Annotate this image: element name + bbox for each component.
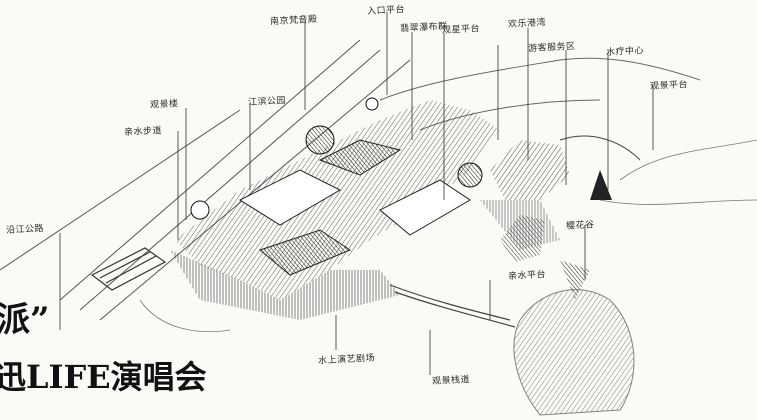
- dock: [90, 247, 167, 291]
- annotation-label: 观景平台: [649, 80, 689, 92]
- shoreline: [139, 139, 757, 333]
- east-towers: [490, 135, 641, 262]
- headline-line-2: 迅LIFE演唱会: [0, 358, 207, 396]
- annotation-label: 沿江公路: [5, 224, 45, 236]
- annotation-label: 樱花谷: [565, 220, 595, 232]
- headline-line-1: 派”: [0, 300, 50, 340]
- leader-lines: [59, 12, 654, 375]
- annotation-label: 欢乐港湾: [507, 18, 547, 30]
- annotation-label: 观景楼: [149, 99, 179, 111]
- annotation-label: 观星平台: [441, 24, 481, 36]
- annotation-label: 观景栈道: [431, 375, 471, 387]
- annotation-label: 水疗中心: [605, 46, 645, 58]
- south-hill: [513, 260, 635, 416]
- annotation-label: 游客服务区: [527, 41, 576, 55]
- annotation-label: 江滨公园: [247, 96, 287, 108]
- main-complex: [175, 97, 500, 300]
- annotation-label: 亲水平台: [507, 270, 547, 282]
- annotation-label: 南京梵音殿: [269, 14, 318, 28]
- annotation-label: 亲水步道: [123, 126, 163, 138]
- annotation-label: 入口平台: [366, 5, 406, 17]
- footpath: [389, 284, 516, 328]
- annotation-label: 翡翠瀑布群: [399, 21, 448, 35]
